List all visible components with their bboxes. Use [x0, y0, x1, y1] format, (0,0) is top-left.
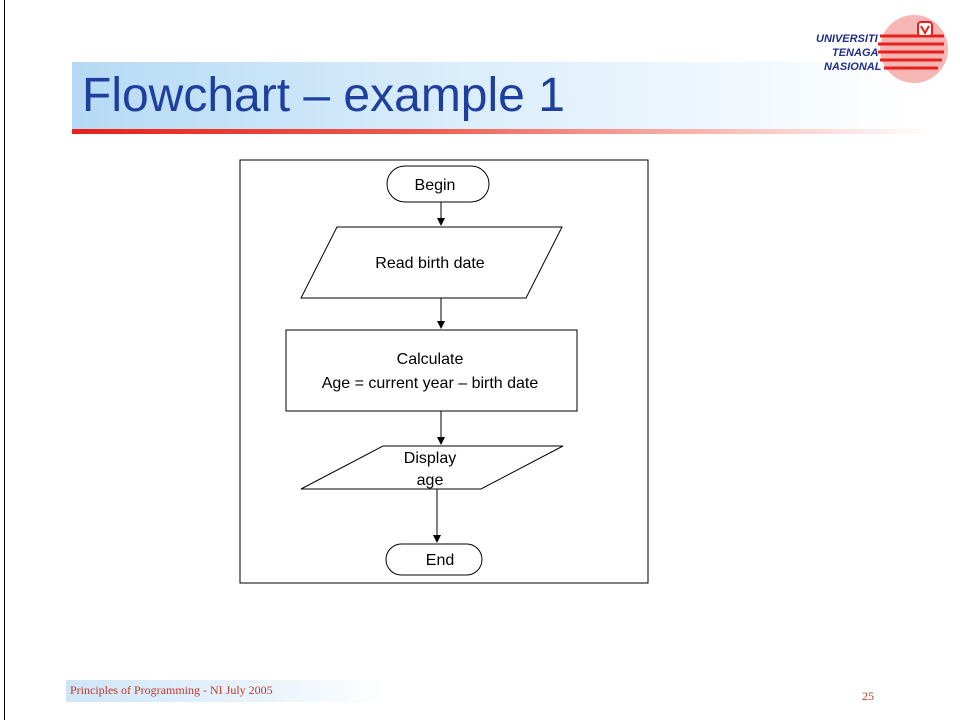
page-number: 25: [862, 689, 874, 703]
age-formula-label: Age = current year – birth date: [322, 375, 539, 392]
logo-emblem-icon: [917, 21, 933, 37]
read-birth-date-label: Read birth date: [375, 255, 485, 272]
output-display-age: [300, 445, 564, 490]
terminator-begin: [386, 165, 490, 203]
logo-text-universiti: UNIVERSITI: [816, 33, 879, 45]
university-logo: UNIVERSITI TENAGA NASIONAL: [816, 15, 948, 83]
title-band: [72, 62, 912, 134]
logo-text-tenaga: TENAGA: [832, 47, 879, 59]
slide-title: Flowchart – example 1: [82, 69, 565, 122]
footer-band: [66, 680, 386, 702]
calculate-label: Calculate: [397, 351, 464, 368]
footer-text: Principles of Programming - NI July 2005: [70, 683, 273, 697]
process-calculate-age: [285, 329, 578, 412]
terminator-end: [385, 543, 483, 576]
left-border-line: [4, 0, 5, 720]
title-underline: [72, 129, 932, 134]
logo-text-nasional: NASIONAL: [824, 61, 882, 73]
input-read-birth-date: [300, 226, 563, 299]
end-label: End: [426, 552, 454, 569]
display-label: Display: [404, 450, 456, 467]
begin-label: Begin: [415, 177, 456, 194]
age-label: age: [417, 472, 444, 489]
logo-stripes: [878, 34, 944, 70]
